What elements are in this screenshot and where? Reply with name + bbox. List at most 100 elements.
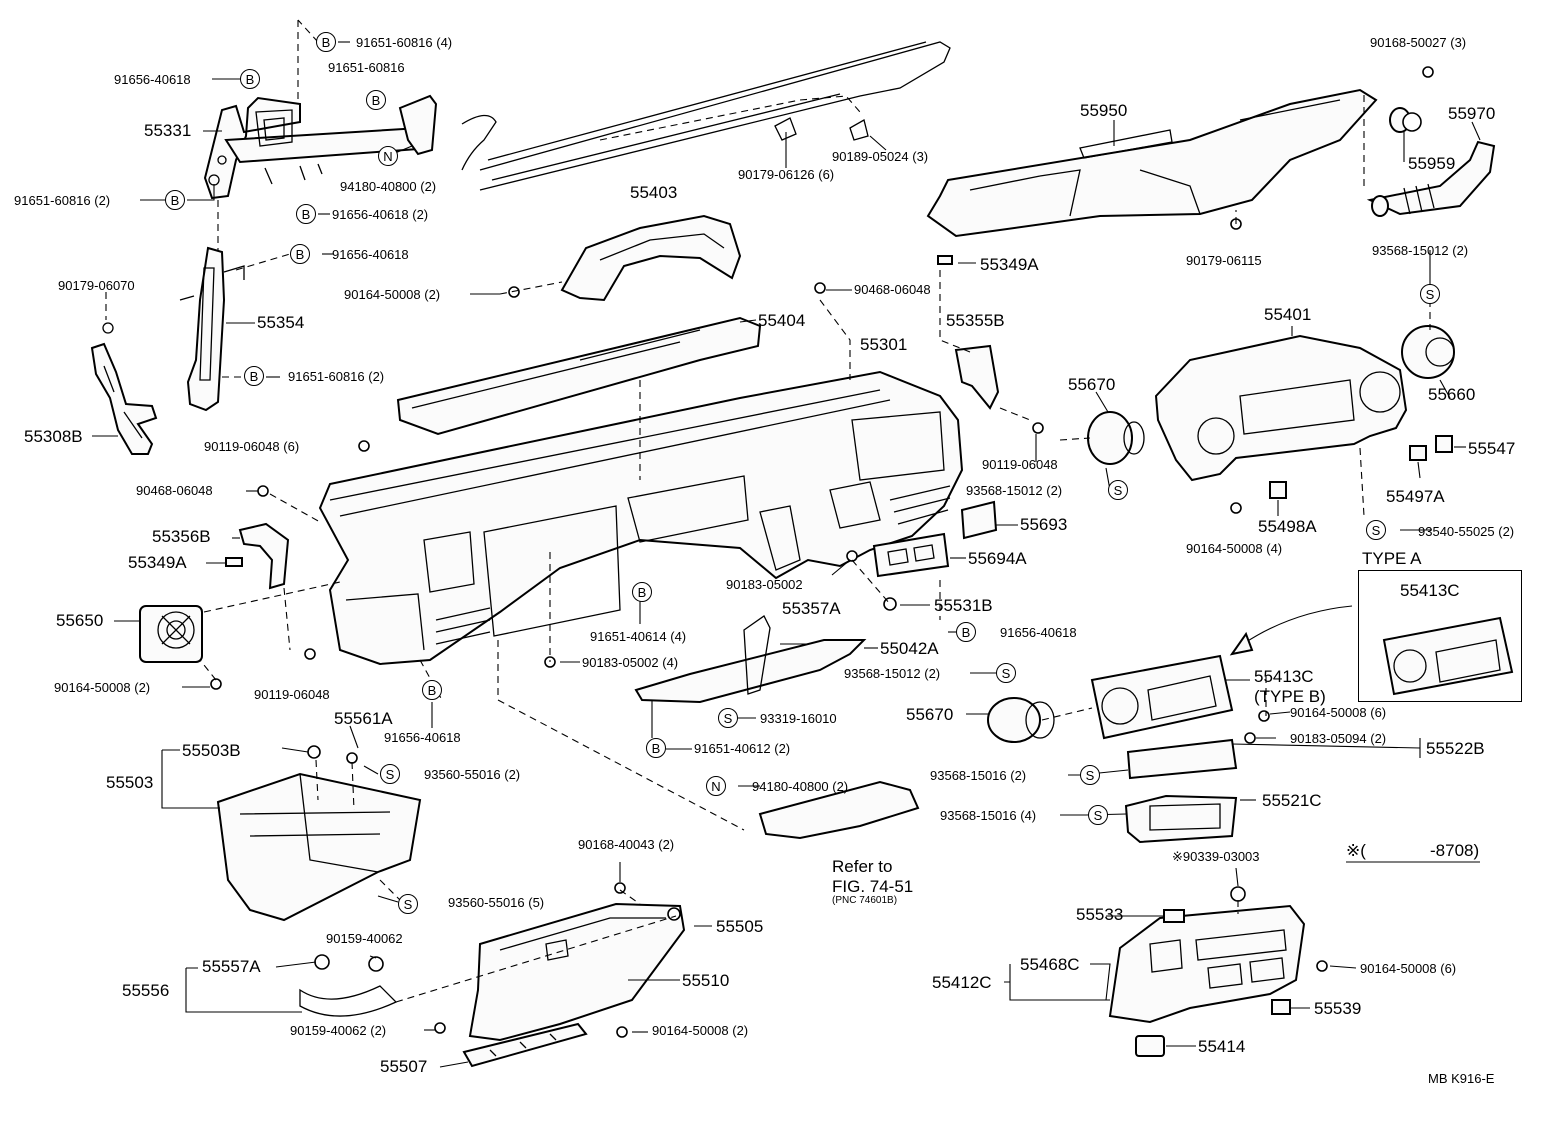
marker-n-p64: N bbox=[706, 776, 726, 796]
louver-55650-illustration bbox=[139, 605, 203, 663]
part-label-p12: 55308B bbox=[24, 427, 83, 446]
part-label-p47: 55694A bbox=[968, 549, 1027, 568]
marker-s-p34: S bbox=[1420, 284, 1440, 304]
part-label-p20: 90119-06048 (6) bbox=[204, 439, 300, 454]
part-label-p30: 55970 bbox=[1448, 104, 1496, 123]
part-label-p34: 93568-15012 (2) bbox=[1372, 243, 1469, 258]
part-label-p24: 55650 bbox=[56, 611, 104, 630]
marker-s-p71: S bbox=[1088, 805, 1108, 825]
part-label-p17: 55404 bbox=[758, 311, 806, 330]
bracket-55308B-illustration bbox=[90, 322, 158, 455]
part-label-p25: 90164-50008 (2) bbox=[54, 680, 151, 695]
bracket-55354-illustration bbox=[179, 246, 245, 412]
part-label-p10: 55354 bbox=[257, 313, 305, 332]
marker-b-p02: B bbox=[240, 69, 260, 89]
louver-55670-lower-illustration bbox=[987, 697, 1055, 743]
part-label-p53: 55042A bbox=[880, 639, 939, 658]
part-label-p59: 55561A bbox=[334, 709, 393, 728]
type-a-part-label: 55413C bbox=[1400, 581, 1460, 600]
part-label-p36: 55401 bbox=[1264, 305, 1312, 324]
part-label-p61: 55503 bbox=[106, 773, 154, 792]
part-label-p56: 55670 bbox=[906, 705, 954, 724]
switch-55694A-illustration bbox=[872, 532, 950, 578]
part-label-p13: 90179-06126 (6) bbox=[738, 167, 835, 182]
part-label-p48: 90183-05002 bbox=[726, 577, 803, 592]
part-label-p67: 90164-50008 (6) bbox=[1290, 705, 1387, 720]
part-label-p54: 90183-05002 (4) bbox=[582, 655, 679, 670]
type-a-box bbox=[1358, 570, 1522, 702]
tray-55521C-illustration bbox=[1124, 794, 1238, 844]
refer-line1: Refer to bbox=[832, 857, 893, 876]
part-label-p60: 55503B bbox=[182, 741, 241, 760]
part-label-p45: 93540-55025 (2) bbox=[1418, 524, 1515, 539]
part-label-p19: 55301 bbox=[860, 335, 908, 354]
part-label-p46: 55693 bbox=[1020, 515, 1068, 534]
refer-line3: (PNC 74601B) bbox=[832, 895, 898, 906]
part-label-p58: 91651-40612 (2) bbox=[694, 741, 791, 756]
part-label-p88: 55414 bbox=[1198, 1037, 1246, 1056]
bracket-55356B-illustration bbox=[225, 522, 290, 590]
part-label-p18: 90468-06048 bbox=[854, 282, 931, 297]
part-label-p38: 55660 bbox=[1428, 385, 1476, 404]
part-label-p87: 55539 bbox=[1314, 999, 1362, 1018]
knee-pad-illustration bbox=[758, 780, 920, 840]
part-label-p55: 93568-15012 (2) bbox=[844, 666, 941, 681]
marker-b-p06: B bbox=[165, 190, 185, 210]
part-label-p40: 55547 bbox=[1468, 439, 1516, 458]
part-label-p68: 90183-05094 (2) bbox=[1290, 731, 1387, 746]
type-arrow bbox=[1229, 605, 1353, 656]
part-label-p80: 90164-50008 (2) bbox=[652, 1023, 749, 1038]
glovebox-door-55510-illustration bbox=[468, 902, 686, 1042]
part-label-p32: 90179-06115 bbox=[1186, 253, 1262, 268]
part-label-p08: 91656-40618 bbox=[332, 247, 409, 262]
type-a-title: TYPE A bbox=[1362, 549, 1422, 568]
part-label-p43: 55498A bbox=[1258, 517, 1317, 536]
marker-b-p03: B bbox=[366, 90, 386, 110]
part-label-p85: 55412C bbox=[932, 973, 992, 992]
part-label-p14: 90189-05024 (3) bbox=[832, 149, 929, 164]
marker-b-p11: B bbox=[244, 366, 264, 386]
part-label-p49: 55531B bbox=[934, 596, 993, 615]
part-label-p29: 55950 bbox=[1080, 101, 1128, 120]
hinge-55507-illustration bbox=[462, 1022, 588, 1068]
part-label-p64: 94180-40800 (2) bbox=[752, 779, 849, 794]
part-label-p73: 90168-40043 (2) bbox=[578, 837, 675, 852]
marker-b-p01: B bbox=[316, 32, 336, 52]
part-label-p84: 55468C bbox=[1020, 955, 1080, 974]
figure-code: MB K916-E bbox=[1428, 1071, 1495, 1086]
part-label-p66: (TYPE B) bbox=[1254, 687, 1326, 706]
marker-s-p41: S bbox=[1108, 480, 1128, 500]
leader-lines bbox=[92, 41, 1481, 1068]
marker-n-p05: N bbox=[378, 146, 398, 166]
part-label-p26: 90119-06048 bbox=[254, 687, 330, 702]
part-label-p35: 55355B bbox=[946, 311, 1005, 330]
meter-hood-55401-illustration bbox=[1154, 334, 1408, 482]
marker-s-p62: S bbox=[380, 764, 400, 784]
marker-b-p58: B bbox=[646, 738, 666, 758]
marker-s-p57: S bbox=[718, 708, 738, 728]
part-label-p63: 93560-55016 (5) bbox=[448, 895, 545, 910]
marker-b-p51: B bbox=[632, 582, 652, 602]
bracket-55331-illustration bbox=[203, 94, 438, 200]
part-label-p72: 55521C bbox=[1262, 791, 1322, 810]
pad-55404-illustration bbox=[396, 316, 762, 436]
part-label-p51: 91651-40614 (4) bbox=[590, 629, 687, 644]
part-label-p44: 90164-50008 (4) bbox=[1186, 541, 1283, 556]
part-label-p27: 91656-40618 bbox=[384, 730, 461, 745]
pad-55403-illustration bbox=[560, 214, 742, 302]
tray-55522B-illustration bbox=[1126, 738, 1238, 780]
part-label-p86: 90164-50008 (6) bbox=[1360, 961, 1457, 976]
part-label-p74: 55505 bbox=[716, 917, 764, 936]
strap-55556-illustration bbox=[299, 954, 398, 1017]
marker-s-p63: S bbox=[398, 894, 418, 914]
part-label-p33: 55349A bbox=[980, 255, 1039, 274]
panel-55413C-typeA-illustration bbox=[1382, 616, 1514, 696]
part-label-p79: 90159-40062 (2) bbox=[290, 1023, 387, 1038]
marker-s-p55: S bbox=[996, 663, 1016, 683]
reinforcement-illustration bbox=[461, 41, 951, 191]
grille-55042A-illustration bbox=[634, 615, 867, 704]
marker-b-p50: B bbox=[956, 622, 976, 642]
part-label-p77: 55556 bbox=[122, 981, 170, 1000]
panel-55412C-illustration bbox=[1108, 904, 1306, 1024]
